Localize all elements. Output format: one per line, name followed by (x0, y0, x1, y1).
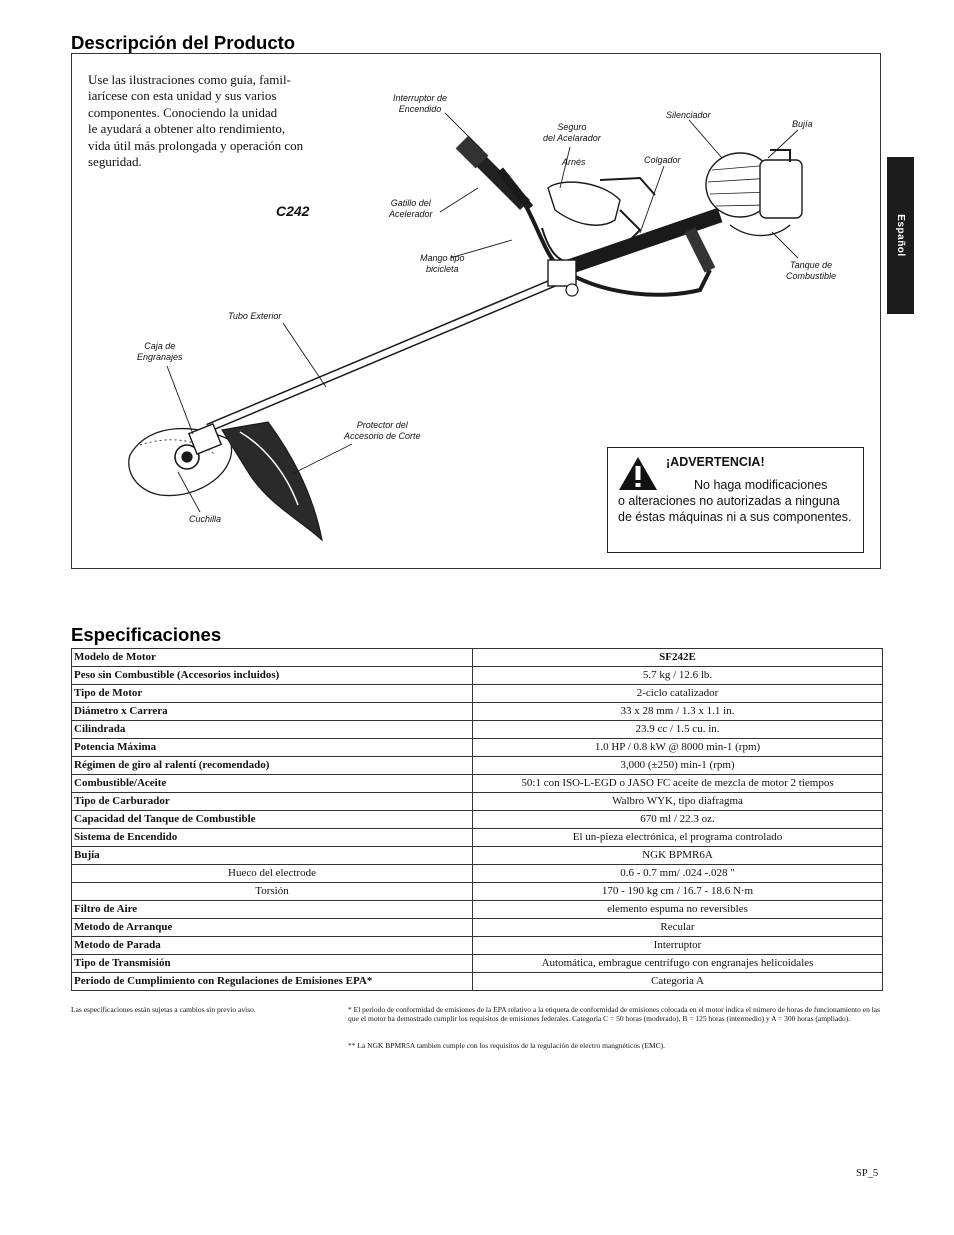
spec-key: Torsión (71, 882, 473, 901)
warning-rest: o alteraciones no autorizadas a ninguna … (618, 494, 852, 524)
spec-key: Peso sin Combustible (Accesorios incluid… (71, 666, 473, 685)
warning-icon (619, 457, 657, 490)
intro-text: Use las ilustraciones como guía, famil- … (88, 72, 304, 170)
footnote-epa: * El periodo de conformidad de emisiones… (348, 1005, 881, 1023)
footnote-left: Las especificaciones están sujetas a cam… (71, 1005, 256, 1014)
label-arnes: Arnés (562, 157, 586, 167)
warning-line1: No haga modificaciones (694, 478, 828, 492)
spec-value: 670 ml / 22.3 oz. (472, 810, 883, 829)
label-gatillo: Gatillo del Acelerador (389, 198, 433, 219)
spec-key: Hueco del electrode (71, 864, 473, 883)
warning-title: ¡ADVERTENCIA! (666, 455, 765, 469)
spec-key: Tipo de Carburador (71, 792, 473, 811)
spec-key: Potencia Máxima (71, 738, 473, 757)
label-tanque: Tanque de Combustible (786, 260, 837, 281)
trimmer-illustration (128, 112, 803, 542)
spec-key: Tipo de Motor (71, 684, 473, 703)
label-tubo: Tubo Exterior (228, 311, 282, 321)
spec-key: Sistema de Encendido (71, 828, 473, 847)
description-box (71, 53, 881, 569)
language-tab: Español (887, 157, 914, 314)
spec-key: Filtro de Aire (71, 900, 473, 919)
spec-value: 50:1 con ISO-L-EGD o JASO FC aceite de m… (472, 774, 883, 793)
spec-value: 170 - 190 kg cm / 16.7 - 18.6 N·m (472, 882, 883, 901)
spec-key: Diámetro x Carrera (71, 702, 473, 721)
language-tab-label: Español (895, 214, 906, 257)
warning-text: No haga modificaciones o alteraciones no… (618, 477, 853, 525)
spec-value: 23.9 cc / 1.5 cu. in. (472, 720, 883, 739)
spec-value: 2-ciclo catalizador (472, 684, 883, 703)
spec-row: Régimen de giro al ralentí (recomendado)… (71, 756, 883, 775)
spec-value: Walbro WYK, tipo diafragma (472, 792, 883, 811)
spec-value: 1.0 HP / 0.8 kW @ 8000 min-1 (rpm) (472, 738, 883, 757)
spec-row: Peso sin Combustible (Accesorios incluid… (71, 666, 883, 685)
label-bujia: Bujía (792, 119, 813, 129)
spec-value: Interruptor (472, 936, 883, 955)
spec-key: Combustible/Aceite (71, 774, 473, 793)
spec-key: Bujía (71, 846, 473, 865)
spec-value: elemento espuma no reversibles (472, 900, 883, 919)
spec-key: Capacidad del Tanque de Combustible (71, 810, 473, 829)
spec-key: Modelo de Motor (71, 648, 473, 667)
label-protector: Protector del Accesorio de Corte (344, 420, 421, 441)
spec-value: El un-pieza electrónica, el programa con… (472, 828, 883, 847)
spec-key: Cilindrada (71, 720, 473, 739)
spec-key: Periodo de Cumplimiento con Regulaciones… (71, 972, 473, 991)
specs-title: Especificaciones (71, 624, 222, 645)
label-silenciador: Silenciador (666, 110, 711, 120)
spec-value: NGK BPMR6A (472, 846, 883, 865)
spec-value: 0.6 - 0.7 mm/ .024 -.028 " (472, 864, 883, 883)
model-label: C242 (276, 203, 310, 219)
spec-value: 33 x 28 mm / 1.3 x 1.1 in. (472, 702, 883, 721)
spec-key: Metodo de Parada (71, 936, 473, 955)
spec-value: Recular (472, 918, 883, 937)
description-title: Descripción del Producto (71, 32, 296, 53)
label-cuchilla: Cuchilla (189, 514, 222, 524)
page-number: SP_5 (856, 1168, 879, 1179)
spec-key: Régimen de giro al ralentí (recomendado) (71, 756, 473, 775)
warning-box: ¡ADVERTENCIA! No haga modificaciones o a… (607, 447, 864, 553)
label-mango: Mango tipo bicicleta (420, 253, 465, 274)
spec-value: 5.7 kg / 12.6 lb. (472, 666, 883, 685)
spec-value: SF242E (472, 648, 883, 667)
label-seguro: Seguro del Acelarador (543, 122, 601, 143)
spec-row: Periodo de Cumplimiento con Regulaciones… (71, 972, 883, 991)
spec-key: Metodo de Arranque (71, 918, 473, 937)
footnote-ngk: ** La NGK BPMR5A tambien cumple con los … (348, 1041, 666, 1050)
label-colgador: Colgador (644, 155, 681, 165)
spec-key: Tipo de Transmisión (71, 954, 473, 973)
label-caja: Caja de Engranajes (137, 341, 183, 362)
label-interruptor: Interruptor de Encendido (393, 93, 448, 114)
spec-value: Automática, embrague centrífugo con engr… (472, 954, 883, 973)
spec-value: Categoria A (472, 972, 883, 991)
spec-value: 3,000 (±250) min-1 (rpm) (472, 756, 883, 775)
